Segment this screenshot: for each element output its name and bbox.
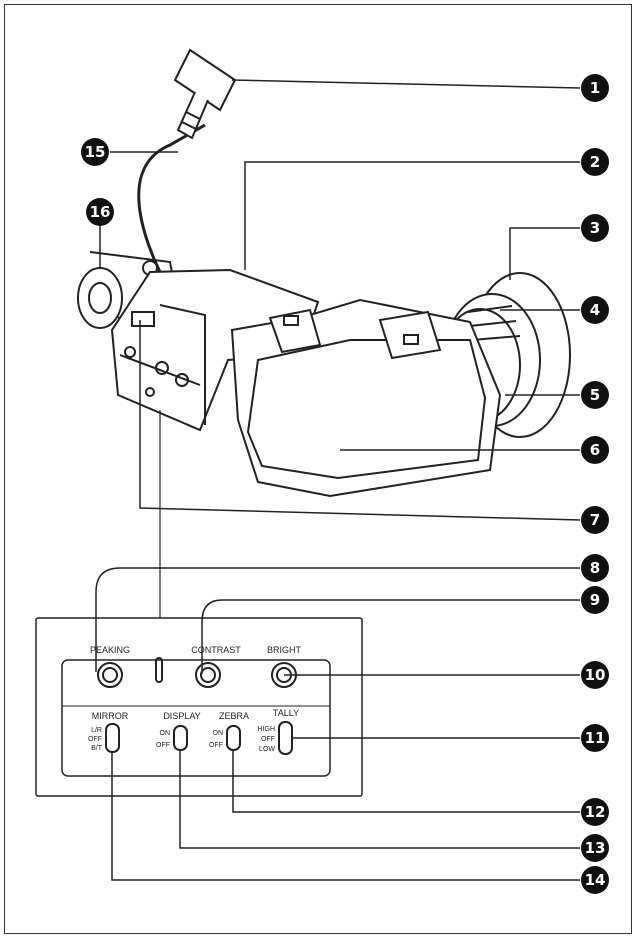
svg-text:12: 12 — [585, 803, 606, 821]
callout-16: 16 — [86, 198, 114, 226]
callout-12: 12 — [581, 798, 609, 826]
zebra-opt-off: OFF — [209, 742, 223, 749]
peaking-knob — [97, 662, 123, 688]
svg-text:2: 2 — [590, 153, 600, 171]
mirror-opt-lr: L/R — [91, 727, 102, 734]
svg-text:8: 8 — [590, 559, 600, 577]
tally-opt-off: OFF — [261, 736, 275, 743]
label-contrast: CONTRAST — [191, 645, 241, 655]
hood-clip-left — [268, 308, 322, 354]
callout-4: 4 — [581, 296, 609, 324]
tally-opt-high: HIGH — [258, 726, 276, 733]
viewfinder-body — [110, 268, 320, 432]
callout-11: 11 — [581, 724, 609, 752]
svg-text:10: 10 — [585, 666, 606, 684]
label-peaking: PEAKING — [90, 645, 130, 655]
callout-15: 15 — [81, 138, 109, 166]
label-mirror: MIRROR — [92, 711, 129, 721]
callout-9: 9 — [581, 586, 609, 614]
callout-6: 6 — [581, 436, 609, 464]
mirror-opt-off: OFF — [88, 736, 102, 743]
svg-text:16: 16 — [90, 203, 111, 221]
contrast-knob — [195, 662, 221, 688]
callout-10: 10 — [581, 661, 609, 689]
tally-opt-low: LOW — [259, 746, 275, 753]
callout-7: 7 — [581, 506, 609, 534]
mirror-switch — [105, 723, 120, 753]
svg-text:15: 15 — [85, 143, 106, 161]
mount-ring — [77, 267, 123, 329]
svg-text:9: 9 — [590, 591, 600, 609]
callout-1: 1 — [581, 74, 609, 102]
display-switch — [173, 725, 188, 751]
svg-text:7: 7 — [590, 511, 600, 529]
callout-2: 2 — [581, 148, 609, 176]
diagram-frame — [4, 4, 632, 934]
callout-14: 14 — [581, 866, 609, 894]
label-zebra: ZEBRA — [219, 711, 249, 721]
callout-13: 13 — [581, 834, 609, 862]
svg-text:6: 6 — [590, 441, 600, 459]
svg-text:1: 1 — [590, 79, 600, 97]
svg-text:13: 13 — [585, 839, 606, 857]
svg-text:4: 4 — [590, 301, 600, 319]
svg-text:5: 5 — [590, 386, 600, 404]
zebra-switch — [226, 725, 241, 751]
svg-text:3: 3 — [590, 219, 600, 237]
display-opt-off: OFF — [156, 742, 170, 749]
label-tally: TALLY — [273, 708, 299, 718]
label-bright: BRIGHT — [267, 645, 302, 655]
callout-3: 3 — [581, 214, 609, 242]
svg-text:14: 14 — [585, 871, 606, 889]
display-opt-on: ON — [160, 730, 171, 737]
label-display: DISPLAY — [163, 711, 200, 721]
callout-5: 5 — [581, 381, 609, 409]
plug-connector — [173, 48, 237, 112]
zebra-opt-on: ON — [213, 730, 224, 737]
callout-8: 8 — [581, 554, 609, 582]
mirror-opt-bt: B/T — [91, 745, 103, 752]
svg-text:11: 11 — [585, 729, 606, 747]
tally-switch — [278, 721, 293, 755]
